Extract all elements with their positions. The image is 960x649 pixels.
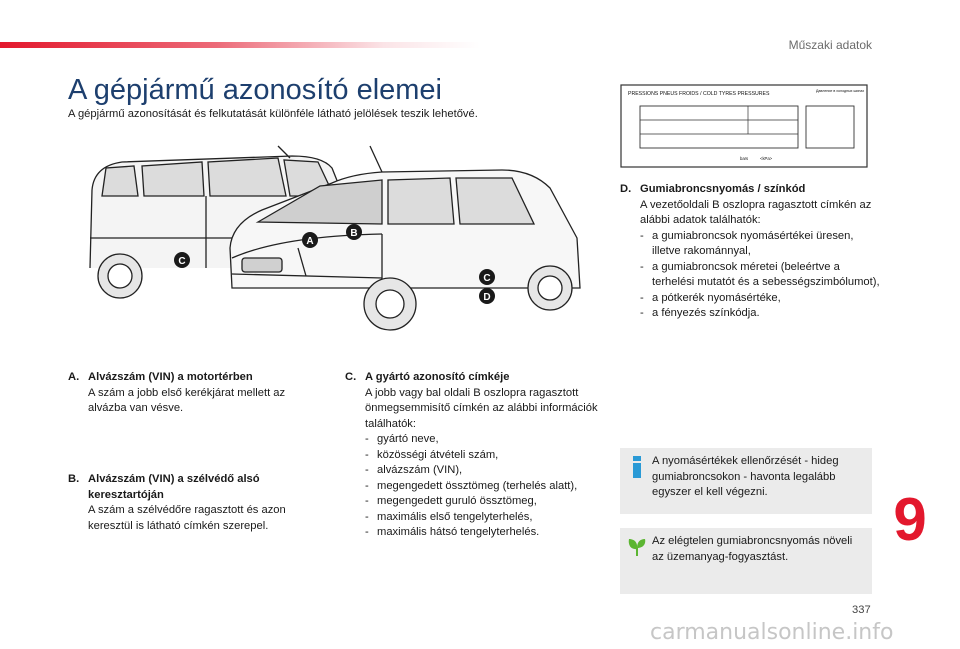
list-item: megengedett guruló össztömeg,: [365, 494, 605, 510]
section-a-letter: A.: [68, 371, 80, 383]
tire-label-corner-text: Давление в холодных шинах: [816, 89, 864, 93]
marker-c-front: C: [483, 273, 490, 284]
section-d-letter: D.: [620, 183, 632, 195]
list-item: a gumiabroncsok méretei (beleértve a ter…: [640, 260, 882, 291]
section-b-heading-line2: keresztartóján: [88, 488, 164, 501]
list-item: a pótkerék nyomásértéke,: [640, 291, 882, 307]
chapter-number: 9: [893, 486, 927, 553]
section-b-heading-line1: Alvázszám (VIN) a szélvédő alsó: [88, 473, 260, 485]
list-item: a fényezés színkódja.: [640, 306, 882, 322]
section-a: A. Alvázszám (VIN) a motortérben A szám a…: [68, 370, 308, 417]
section-c-body: A jobb vagy bal oldali B oszlopra ragasz…: [365, 386, 598, 430]
leaf-icon: [628, 539, 646, 556]
section-d: D. Gumiabroncsnyomás / színkód A vezetőol…: [620, 182, 882, 322]
marker-a: A: [306, 236, 313, 247]
eco-note: Az elégtelen gumiabroncsnyomás növeli az…: [620, 528, 872, 594]
section-b-letter: B.: [68, 473, 80, 485]
tire-pressure-label: PRESSIONS PNEUS FROIDS / COLD TYRES PRES…: [620, 84, 868, 168]
page-number: 337: [852, 604, 871, 616]
section-c-heading: A gyártó azonosító címkéje: [365, 371, 510, 383]
header-accent-bar: [0, 42, 480, 48]
tire-label-bars: bars: [740, 156, 748, 161]
tire-label-kpa: <kPa>: [760, 156, 773, 161]
page-subtitle: A gépjármű azonosítását és felkutatását …: [68, 108, 478, 120]
section-d-heading: Gumiabroncsnyomás / színkód: [640, 183, 806, 195]
section-label: Műszaki adatok: [788, 38, 872, 52]
tire-label-heading: PRESSIONS PNEUS FROIDS / COLD TYRES PRES…: [628, 91, 770, 97]
section-c: C. A gyártó azonosító címkéje A jobb vagy…: [345, 370, 605, 541]
list-item: a gumiabroncsok nyomásértékei üresen, il…: [640, 229, 882, 260]
section-c-list: gyártó neve, közösségi átvételi szám, al…: [345, 432, 605, 541]
van-illustration: A B C C D: [89, 145, 581, 331]
list-item: gyártó neve,: [365, 432, 605, 448]
section-a-body: A szám a jobb első kerékjárat mellett az…: [88, 386, 286, 415]
section-a-heading: Alvázszám (VIN) a motortérben: [88, 371, 253, 383]
watermark: carmanualsonline.info: [650, 620, 894, 645]
list-item: alvázszám (VIN),: [365, 463, 605, 479]
info-note-text: A nyomásértékek ellenőrzését - hideg gum…: [652, 455, 839, 498]
section-d-list: a gumiabroncsok nyomásértékei üresen, il…: [620, 229, 882, 322]
section-b: B. Alvázszám (VIN) a szélvédő alsó keresz…: [68, 472, 313, 534]
list-item: maximális első tengelyterhelés,: [365, 510, 605, 526]
marker-b: B: [350, 228, 357, 239]
section-c-letter: C.: [345, 371, 357, 383]
list-item: közösségi átvételi szám,: [365, 448, 605, 464]
eco-note-text: Az elégtelen gumiabroncsnyomás növeli az…: [652, 535, 853, 563]
section-b-body: A szám a szélvédőre ragasztott és azon k…: [88, 504, 286, 532]
marker-d: D: [483, 292, 490, 303]
page-title: A gépjármű azonosító elemei: [68, 74, 442, 106]
info-note: A nyomásértékek ellenőrzését - hideg gum…: [620, 448, 872, 514]
list-item: megengedett össztömeg (terhelés alatt),: [365, 479, 605, 495]
marker-c-rear: C: [178, 256, 185, 267]
section-d-body: A vezetőoldali B oszlopra ragasztott cím…: [640, 198, 872, 227]
info-icon: [633, 456, 641, 478]
list-item: maximális hátsó tengelyterhelés.: [365, 525, 605, 541]
